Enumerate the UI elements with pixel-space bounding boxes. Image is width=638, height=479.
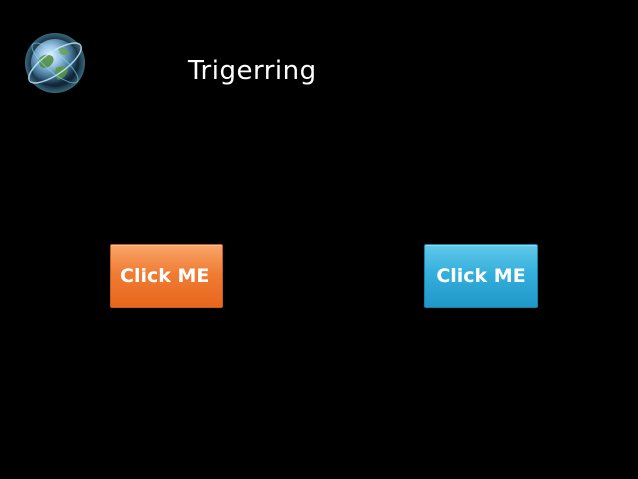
click-me-button-orange[interactable]: Click ME	[110, 244, 223, 308]
click-me-button-blue[interactable]: Click ME	[424, 244, 538, 308]
slide-title: Trigerring	[188, 56, 317, 86]
globe-icon	[22, 30, 88, 96]
